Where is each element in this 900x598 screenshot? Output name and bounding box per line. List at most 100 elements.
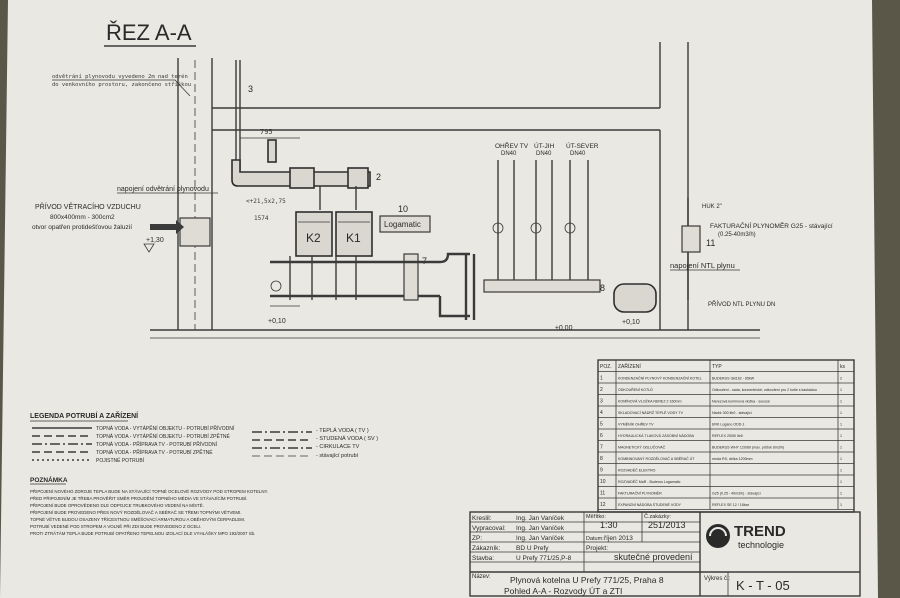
- note-line-3: PŘIPOJENÍ BUDE PROVEDENO PŘES NOVÝ ROZDĚ…: [30, 510, 241, 515]
- callout-10: 10: [398, 204, 408, 214]
- boiler-k1: [335, 211, 373, 257]
- brand-sub: technologie: [738, 540, 784, 550]
- title-block: Kreslil: Ing. Jan Vaníček Vypracoval: In…: [469, 511, 861, 597]
- parts-cell-6-0: 7: [600, 445, 603, 451]
- level-2: <+21,5x2,75: [246, 198, 286, 205]
- flue-assembly: 795 2: [231, 128, 381, 210]
- section-title: ŘEZ A-A: [106, 20, 192, 45]
- parts-cell-1-0: 2: [600, 387, 603, 393]
- parts-cell-6-3: 1: [840, 446, 842, 450]
- brand-name: TREND: [734, 523, 786, 540]
- callout-11: 11: [706, 238, 715, 248]
- boiler-k2: [295, 211, 333, 257]
- parts-cell-11-1: EXPANZNÍ NÁDOBA STUDENÉ VODY: [618, 502, 682, 507]
- parts-cell-2-1: KOMÍNOVÁ VLOŽKA NEREZ 2 160mm: [618, 399, 682, 404]
- tb-zakazky: 251/2013: [648, 520, 686, 530]
- parts-cell-9-0: 10: [600, 479, 606, 485]
- note-line-0: PŘIPOJENÍ NOVÉHO ZDROJE TEPLA BUDE NA ST…: [30, 489, 268, 494]
- tb-zakaznik-label: Zákazník:: [472, 545, 500, 552]
- notes: POZNÁMKA PŘIPOJENÍ NOVÉHO ZDROJE TEPLA B…: [30, 475, 268, 536]
- branch-ut-jih-label: ÚT-JIH: [534, 141, 555, 150]
- parts-cell-3-3: 1: [840, 411, 842, 415]
- parts-cell-5-1: HYDRAULICKÁ TLAKOVÁ ZÁSOBNÍ NÁDOBA: [618, 434, 695, 438]
- dim-1574: 1574: [254, 215, 269, 222]
- note-line-4: TOPNÉ VĚTVE BUDOU OSAZENY TŘÍCESTNOU SMĚ…: [30, 517, 245, 522]
- boiler-pair: K2 K1: [295, 211, 373, 257]
- expansion-vessel: [613, 283, 657, 313]
- parts-cell-4-2: ERK Logano ODD-1: [712, 423, 745, 427]
- boiler-k1-label: K1: [346, 231, 361, 245]
- tb-meritko: 1:30: [600, 520, 618, 530]
- parts-cell-7-2: nmda RS, délka 1200mm: [712, 457, 753, 461]
- parts-cell-6-1: MAGNETICKÝ ODLUČOVAČ: [618, 445, 666, 450]
- parts-cell-7-3: 1: [840, 457, 842, 461]
- parts-cell-1-1: ODKOUŘENÍ KOTLŮ: [618, 387, 653, 392]
- flue-connection-label: napojení odvětrání plynovodu: [117, 186, 209, 193]
- tb-zp-label: ZP:: [472, 535, 482, 542]
- parts-header-0: POZ.: [600, 364, 612, 370]
- legend: LEGENDA POTRUBÍ A ZAŘÍZENÍ TOPNÁ VODA - …: [30, 411, 378, 464]
- branch-ut-sever-label: ÚT-SEVER: [566, 141, 599, 150]
- legend-left-1: TOPNÁ VODA - VYTÁPĚNÍ OBJEKTU - POTRUBÍ …: [96, 432, 230, 440]
- tb-zakaznik: BD U Prefy: [516, 545, 549, 552]
- parts-cell-10-3: 1: [840, 492, 842, 496]
- tb-datum: říjen 2013: [604, 535, 633, 542]
- tb-vypracoval: Ing. Jan Vaníček: [516, 525, 565, 532]
- legend-title: LEGENDA POTRUBÍ A ZAŘÍZENÍ: [30, 411, 139, 420]
- parts-cell-11-0: 12: [600, 502, 606, 508]
- legend-right-1: - STUDENÁ VODA ( SV ): [316, 435, 378, 442]
- floor-level-010b: +0,10: [622, 319, 640, 326]
- legend-left-4: POJISTNÉ POTRUBÍ: [96, 457, 145, 464]
- building-walls: [150, 42, 760, 339]
- vent-pipe-note-1: odvětrání plynovodu vyvedeno 2m nad teré…: [52, 73, 188, 80]
- riser-number: 3: [248, 84, 253, 94]
- boiler-piping: 7: [270, 252, 476, 320]
- parts-cell-4-0: 5: [600, 422, 603, 428]
- parts-header-1: ZAŘÍZENÍ: [618, 362, 641, 370]
- tb-zakazky-label: Č.zakázky:: [644, 513, 671, 520]
- floor-level-010: +0,10: [268, 318, 286, 325]
- legend-right-3: - stávající potrubí: [316, 453, 359, 459]
- parts-cell-3-2: Nádrž 300 litrů - stávající: [712, 411, 752, 415]
- tb-nazev-1: Plynová kotelna U Prefy 771/25, Praha 8: [510, 575, 664, 585]
- tb-vykres: K - T - 05: [736, 578, 790, 593]
- manifold: [483, 279, 601, 293]
- tb-stavba-label: Stavba:: [472, 555, 494, 562]
- tb-zp: Ing. Jan Vaníček: [516, 535, 565, 542]
- parts-cell-10-1: FAKTURAČNÍ PLYNOMĚR: [618, 491, 662, 496]
- parts-header-2: TYP: [712, 364, 722, 370]
- parts-cell-3-1: SKLADOVACÍ NÁDRŽ TEPLÉ VODY TV: [618, 410, 684, 415]
- tb-stavba: U Prefy 771/25,P-8: [516, 555, 572, 562]
- parts-cell-5-0: 6: [600, 433, 603, 439]
- parts-cell-0-3: 2: [840, 377, 842, 381]
- vent-arrow: [150, 220, 184, 234]
- tb-kreslil-label: Kreslil:: [472, 515, 492, 522]
- parts-cell-7-1: KOMBINOVANÝ ROZDĚLOVAČ A SBĚRAČ ÚT: [618, 456, 695, 461]
- parts-cell-1-3: 1: [840, 388, 842, 392]
- parts-cell-7-0: 8: [600, 456, 603, 462]
- tb-nazev-2: Pohled A-A - Rozvody ÚT a ZTI: [504, 586, 622, 596]
- legend-left-2: TOPNÁ VODA - PŘÍPRAVA TV - POTRUBÍ PŘÍVO…: [96, 440, 218, 448]
- callout-8: 8: [600, 283, 605, 293]
- parts-cell-8-1: ROZVADĚČ ELEKTRO: [618, 468, 656, 473]
- parts-cell-11-3: 1: [840, 503, 842, 507]
- parts-cell-0-1: KONDENZAČNÍ PLYNOVÝ KONDENZAČNÍ KOTEL: [618, 376, 702, 381]
- tb-vykres-label: Výkres č.:: [704, 576, 731, 582]
- tb-vypracoval-label: Vypracoval:: [472, 525, 506, 532]
- ntl-connect-label: napojení NTL plynu: [670, 261, 735, 270]
- tb-projekt-label: Projekt:: [586, 545, 608, 552]
- note-line-5: POTRUBÍ VEDENÉ POD STROPEM A VOLNĚ PŘI Z…: [30, 524, 201, 529]
- parts-cell-0-0: 1: [600, 376, 603, 382]
- level-130: +1,30: [146, 237, 164, 244]
- branch-dhw-label: OHŘEV TV: [495, 141, 529, 150]
- branch-ut-sever-dn: DN40: [570, 151, 586, 157]
- parts-cell-9-3: 1: [840, 480, 842, 484]
- parts-cell-2-2: Nerezová komínová vložka - souosé: [712, 400, 770, 404]
- legend-right-2: - CIRKULACE TV: [316, 444, 360, 450]
- note-line-2: PŘIPOJENÍ BUDE OPROVĚDENO DLE ODPOJCE TR…: [30, 503, 204, 508]
- logamatic-box: [379, 215, 431, 233]
- gas-meter-sub: (0.25-40m3/h): [718, 232, 756, 238]
- tb-projekt: skutečné provedení: [614, 552, 693, 562]
